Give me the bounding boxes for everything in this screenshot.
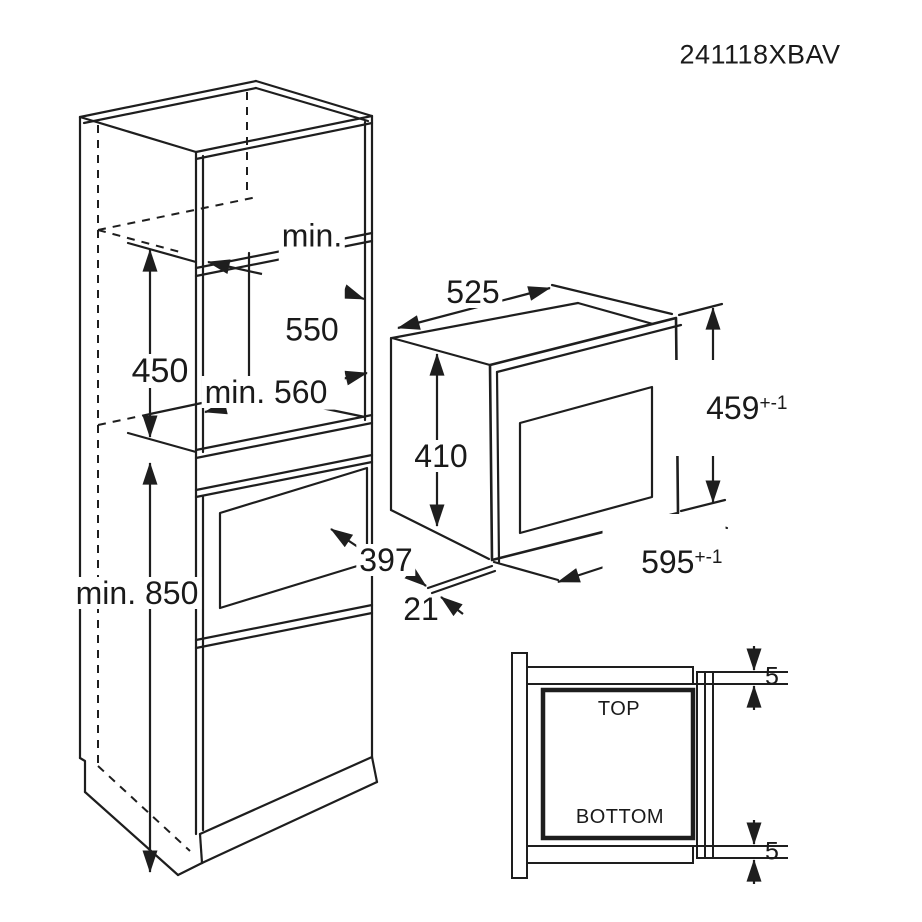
detail-appliance-section bbox=[540, 687, 696, 841]
dim-appliance-depth: 525 bbox=[443, 276, 503, 308]
dim-front-height-value: 459 bbox=[706, 390, 760, 426]
detail-door-edge-inner bbox=[704, 671, 714, 859]
dim-top-gap: 5 bbox=[765, 662, 779, 691]
cabinet-hidden-edges bbox=[97, 92, 258, 852]
cabinet-drawing bbox=[78, 79, 379, 877]
section-detail-drawing bbox=[511, 652, 788, 879]
dim-front-height: 459+-1 bbox=[667, 360, 791, 456]
dim-niche-height: 450 bbox=[128, 354, 192, 388]
dim-recess-width: 397 bbox=[356, 544, 416, 576]
dim-front-width-value: 595 bbox=[641, 544, 695, 580]
detail-top-label: TOP bbox=[597, 698, 641, 720]
dim-niche-depth: min. 560 bbox=[201, 376, 331, 408]
detail-door-edge-outer bbox=[696, 671, 706, 859]
detail-bottom-panel bbox=[526, 845, 694, 864]
detail-top-panel bbox=[526, 666, 694, 685]
model-number: 241118XBAV bbox=[679, 39, 841, 70]
dim-front-clearance: 21 bbox=[403, 591, 439, 627]
microwave-drawing bbox=[389, 283, 729, 595]
dim-front-height-tolerance: +-1 bbox=[759, 393, 788, 414]
dim-min-install-height: min. 850 bbox=[72, 577, 202, 609]
dim-niche-width-value: 550 bbox=[285, 312, 339, 348]
dim-bottom-gap: 5 bbox=[765, 837, 779, 866]
dim-front-width: 595+-1 bbox=[602, 514, 726, 610]
detail-bottom-label: BOTTOM bbox=[575, 806, 665, 828]
dim-body-height: 410 bbox=[411, 440, 471, 472]
dim-niche-width: min. 550 bbox=[278, 156, 346, 410]
dim-front-width-tolerance: +-1 bbox=[694, 547, 723, 568]
detail-side-wall bbox=[511, 652, 528, 879]
dim-niche-width-prefix: min. bbox=[281, 217, 343, 254]
